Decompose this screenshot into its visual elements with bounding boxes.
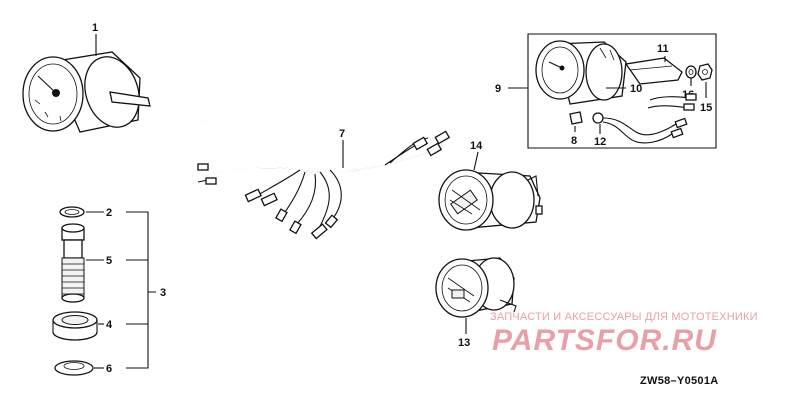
callout-3: 3 [160,287,166,299]
callout-10: 10 [630,83,642,95]
part-13-gauge [435,257,517,318]
part-8-bulb [569,111,583,125]
callout-12: 12 [594,136,606,148]
part-7-wire-harness [197,130,451,240]
callout-7: 7 [339,128,345,140]
callout-14: 14 [470,140,483,152]
callout-6: 6 [106,363,112,375]
callout-13: 13 [458,337,470,349]
part-10-gauge [535,40,627,105]
part-5-shaft [61,223,85,303]
callout-11: 11 [657,43,669,55]
part-11-bracket [624,57,683,85]
callout-9: 9 [495,83,501,95]
callout-5: 5 [106,255,112,267]
part-6-washer [54,360,94,376]
leader-14 [473,151,479,171]
callout-8: 8 [571,135,577,147]
callout-2: 2 [106,207,112,219]
watermark-subtitle: ЗАПЧАСТИ И АКСЕССУАРЫ ДЛЯ МОТОТЕХНИКИ [490,311,758,323]
part-2-ring [59,206,85,218]
bracket-3 [126,211,156,369]
part-15-nut [697,63,713,81]
callout-15: 15 [700,102,712,114]
watermark-brand: PARTSFOR.RU [492,324,717,357]
assembly-9-box [527,33,717,149]
part-14-gauge [438,169,543,231]
callout-4: 4 [106,319,113,331]
callout-1: 1 [92,22,98,34]
part-12-wire [592,93,697,144]
diagram-code: ZW58–Y0501A [640,375,719,387]
part-16-washer [685,65,697,79]
part-4-bearing [52,311,98,341]
part-1-gauge [22,51,253,176]
